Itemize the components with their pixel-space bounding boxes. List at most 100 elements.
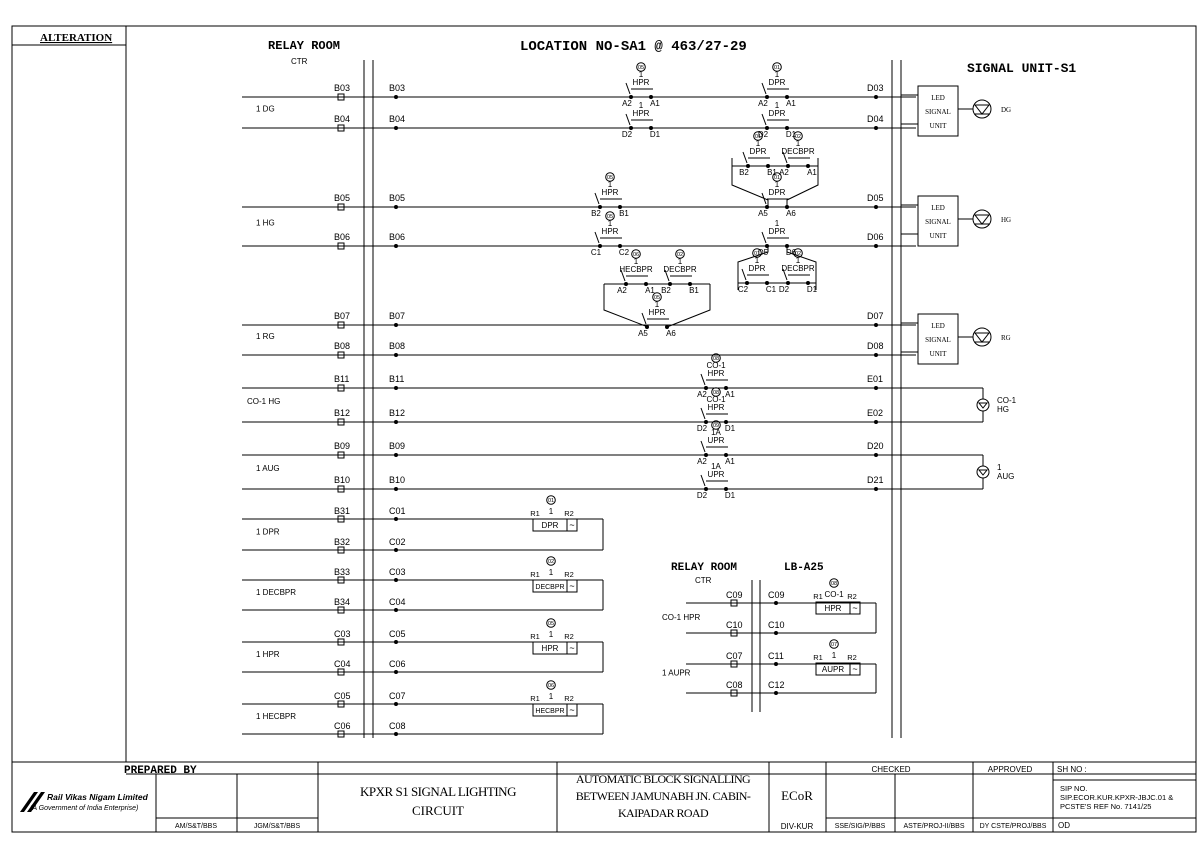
contact-terminal-b: C1 [766, 285, 777, 294]
indication-lamp-label-top: CO-1 [997, 396, 1017, 405]
relay-room-2-row-label: 1 AUPR [662, 669, 691, 678]
relay-tag-number: 08 [831, 581, 837, 587]
contact-blade [700, 373, 706, 386]
relay-tag-number: 07 [831, 642, 837, 648]
terminal-dot [874, 420, 878, 424]
contact-number: 1 [639, 70, 644, 79]
contact-terminal-b: A1 [786, 99, 796, 108]
contact-terminal-a: B2 [661, 286, 671, 295]
post-terminal-bottom: C12 [768, 680, 785, 690]
lamp-diode-icon [973, 104, 991, 115]
coil-terminal-r1: R1 [530, 694, 540, 703]
terminal-dot [618, 205, 622, 209]
indication-lamp-icon [976, 398, 990, 412]
contact-number: 1 [639, 101, 644, 110]
contact-blade [700, 474, 706, 487]
railway-division: DIV-KUR [781, 822, 814, 831]
ctr-terminal-bottom: C08 [726, 680, 743, 690]
coil-number: 1 [549, 630, 554, 639]
relay-tag-circle [793, 248, 803, 258]
contact-blade [782, 151, 788, 164]
contact-number: 1 [634, 257, 639, 266]
contact-relay-name: HPR [649, 308, 666, 317]
field-terminal-top: E01 [867, 374, 883, 384]
coil-circuit-label: 1 HECBPR [256, 712, 296, 721]
company-logo [20, 792, 45, 812]
contact-terminal-b: D1 [725, 424, 736, 433]
contact-terminal-b: A1 [725, 390, 735, 399]
terminal-dot [394, 453, 398, 457]
terminal-dot [394, 386, 398, 390]
signal-lamp-icon [972, 209, 992, 229]
contact-terminal-a: C2 [738, 285, 749, 294]
contact-terminal-b: D1 [650, 130, 661, 139]
contact-number: 1 [608, 180, 613, 189]
terminal-dot [765, 95, 769, 99]
terminal-dot [394, 487, 398, 491]
contact-relay-name: HPR [633, 109, 650, 118]
row-circuit-label: 1 DG [256, 105, 275, 114]
coil-number: 1 [549, 568, 554, 577]
relay-coil-box [815, 662, 861, 676]
contact-number: 1 [655, 300, 660, 309]
led-unit-label: LED [931, 94, 945, 102]
relay-tag-number: 05 [607, 214, 613, 220]
coil-rectifier-icon: ~ [852, 603, 857, 613]
ctr-terminal-top: C09 [726, 590, 743, 600]
signal-unit-title: SIGNAL UNIT-S1 [967, 61, 1076, 76]
contact-relay-name: HECBPR [619, 265, 653, 274]
coil-rectifier-icon: ~ [569, 520, 574, 530]
contact-relay-name: UPR [708, 436, 725, 445]
row-circuit-label: 1 AUG [256, 464, 280, 473]
contact-number: 1 [608, 219, 613, 228]
relay-tag-circle [829, 639, 839, 649]
post-terminal-bottom: C10 [768, 620, 785, 630]
drawing-title-line-2: CIRCUIT [412, 803, 464, 818]
terminal-dot [394, 608, 398, 612]
post-terminal-top: C05 [389, 629, 406, 639]
contact-number: 1 [755, 256, 760, 265]
contact-terminal-a: D5 [758, 248, 769, 257]
relay-room-2-location: LB-A25 [784, 562, 824, 574]
contact-terminal-a: D2 [697, 424, 708, 433]
relay-tag-circle [675, 249, 685, 259]
ctr-terminal-bottom: C04 [334, 659, 351, 669]
terminal-dot [394, 548, 398, 552]
terminal-link-box [730, 689, 738, 697]
contact-terminal-b: A1 [807, 168, 817, 177]
coil-terminal-r1: R1 [813, 592, 823, 601]
terminal-link-box [337, 384, 345, 392]
relay-coil-name: HPR [542, 644, 559, 653]
terminal-dot [874, 453, 878, 457]
terminal-dot [394, 670, 398, 674]
relay-tag-circle [636, 62, 646, 72]
ctr-terminal-bottom: C10 [726, 620, 743, 630]
contact-terminal-a: D2 [622, 130, 633, 139]
relay-tag-circle [652, 292, 662, 302]
relay-tag-number: 05 [548, 621, 554, 627]
alteration-label: ALTERATION [40, 32, 112, 44]
ctr-terminal-bottom: B12 [334, 408, 350, 418]
field-terminal-top: D20 [867, 441, 884, 451]
terminal-dot [649, 126, 653, 130]
relay-coil-name: DECBPR [535, 584, 564, 591]
post-terminal-bottom: B12 [389, 408, 405, 418]
coil-terminal-r2: R2 [564, 509, 574, 518]
terminal-dot [394, 323, 398, 327]
approved-label: APPROVED [988, 765, 1033, 774]
contact-relay-name: HPR [602, 227, 619, 236]
terminal-link-box [337, 546, 345, 554]
contact-number: 1 [756, 139, 761, 148]
od-label: OD [1058, 821, 1070, 830]
lamp-diode-icon [973, 214, 991, 225]
sheet-frame [11, 25, 1197, 833]
coil-rectifier-icon: ~ [569, 643, 574, 653]
contact-number: CO-1 [706, 395, 726, 404]
terminal-dot [629, 95, 633, 99]
coil-circuit-label: 1 DECBPR [256, 588, 296, 597]
relay-tag-number: 01 [774, 65, 780, 71]
relay-coil-box [815, 601, 861, 615]
contact-number: 1 [775, 101, 780, 110]
